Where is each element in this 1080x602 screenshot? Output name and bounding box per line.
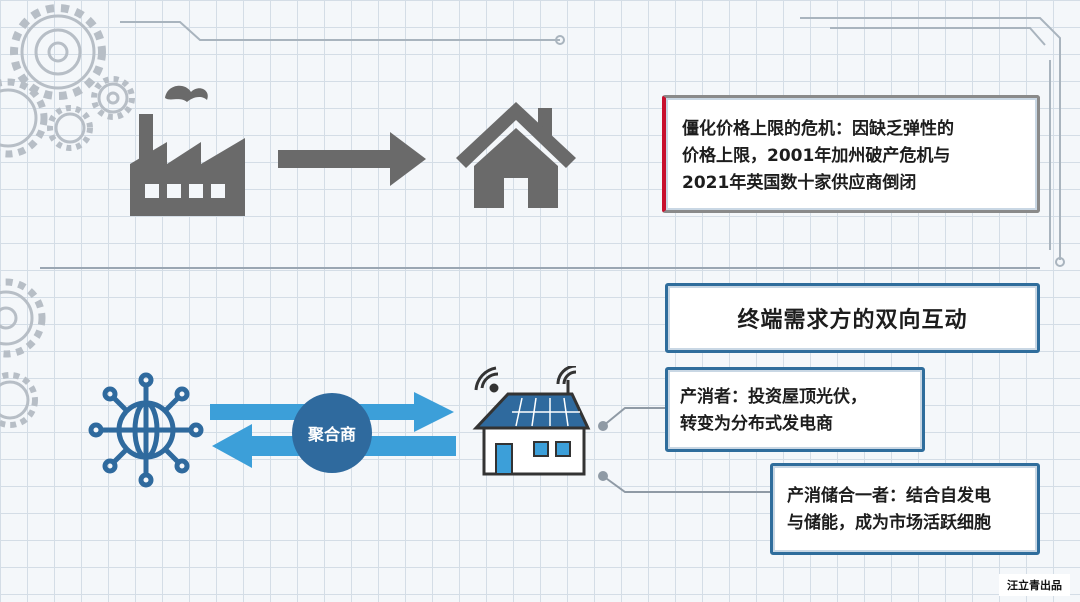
globe-network-icon xyxy=(88,372,204,488)
arrow-right-icon xyxy=(278,132,426,186)
storage-prosumer-box: 产消储合一者：结合自发电 与储能，成为市场活跃细胞 xyxy=(770,463,1040,555)
aggregator-hub: 聚合商 xyxy=(292,393,372,473)
credit-label: 汪立青出品 xyxy=(999,574,1070,596)
storage-prosumer-text: 产消储合一者：结合自发电 与储能，成为市场活跃细胞 xyxy=(787,486,991,533)
section-title: 终端需求方的双向互动 xyxy=(737,308,968,333)
section-title-box: 终端需求方的双向互动 xyxy=(665,283,1040,353)
prosumer-box: 产消者：投资屋顶光伏， 转变为分布式发电商 xyxy=(665,367,925,452)
house-icon xyxy=(456,102,576,208)
smart-solar-house-icon xyxy=(472,366,591,476)
gear-icon xyxy=(10,4,106,100)
crisis-box: 僵化价格上限的危机：因缺乏弹性的 价格上限，2001年加州破产危机与 2021年… xyxy=(662,95,1040,213)
factory-icon xyxy=(130,85,245,216)
prosumer-text: 产消者：投资屋顶光伏， 转变为分布式发电商 xyxy=(680,387,867,434)
gear-icon xyxy=(0,372,38,428)
gear-icon xyxy=(0,78,48,158)
crisis-text: 僵化价格上限的危机：因缺乏弹性的 价格上限，2001年加州破产危机与 2021年… xyxy=(682,119,954,193)
aggregator-label: 聚合商 xyxy=(307,425,356,444)
gear-icon xyxy=(47,105,93,151)
gear-icon xyxy=(0,278,46,358)
